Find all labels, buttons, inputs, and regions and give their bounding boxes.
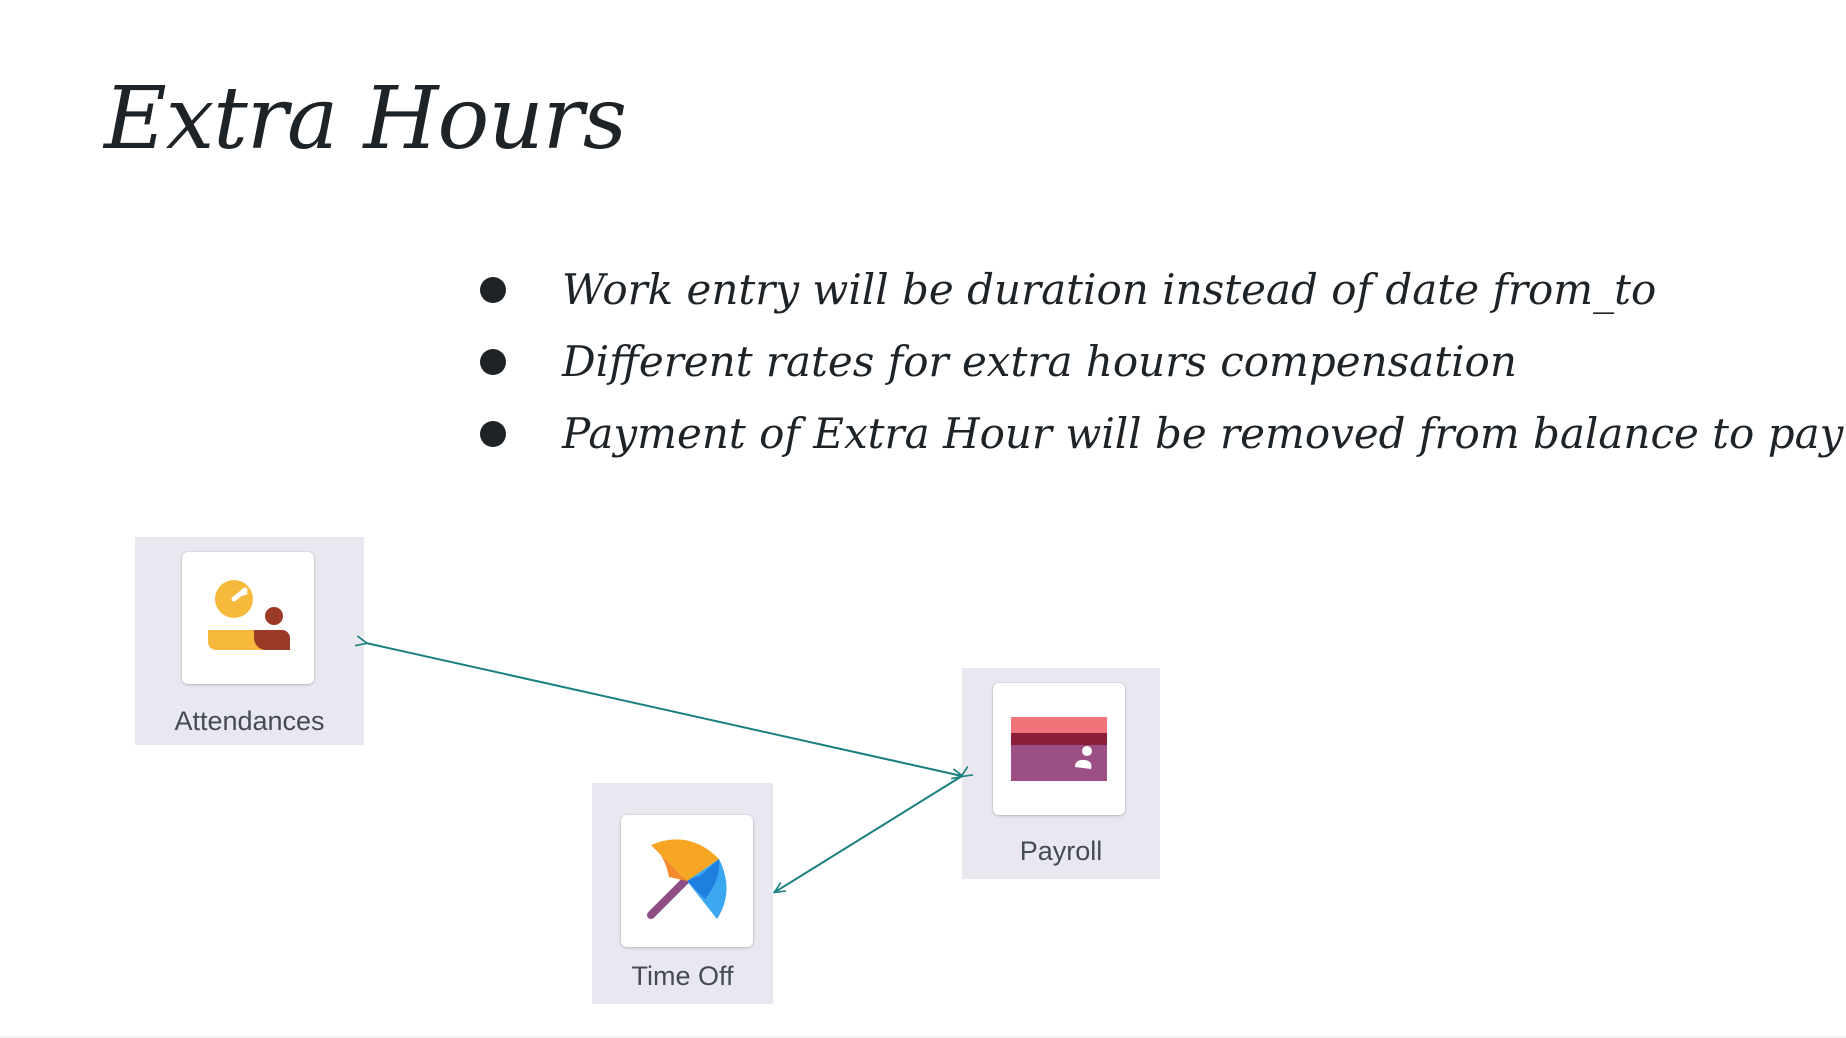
attendances-app-tile[interactable]: Attendances <box>135 537 364 745</box>
bullet-dot <box>480 277 506 303</box>
attendances-icon <box>208 580 290 650</box>
attendances-icon-box <box>182 552 314 684</box>
attendances-payroll-connector <box>366 643 962 776</box>
payroll-label: Payroll <box>1019 836 1103 866</box>
bullet-item: Work entry will be duration instead of d… <box>480 254 1843 326</box>
time-off-icon <box>647 839 727 919</box>
time-off-icon-box <box>621 815 753 947</box>
attendances-label: Attendances <box>174 706 325 736</box>
bullet-text: Payment of Extra Hour will be removed fr… <box>562 409 1844 458</box>
payroll-icon <box>1011 717 1107 781</box>
bullet-dot <box>480 421 506 447</box>
slide-title: Extra Hours <box>104 69 627 169</box>
bullet-text: Work entry will be duration instead of d… <box>562 265 1657 314</box>
bullet-dot <box>480 349 506 375</box>
payroll-time-off-connector <box>775 776 962 892</box>
payroll-app-tile[interactable]: Payroll <box>962 668 1160 879</box>
bottom-divider <box>0 1036 1846 1038</box>
bullet-text: Different rates for extra hours compensa… <box>562 337 1517 386</box>
time-off-label: Time Off <box>631 961 734 991</box>
bullet-item: Payment of Extra Hour will be removed fr… <box>480 398 1843 470</box>
payroll-icon-box <box>993 683 1125 815</box>
bullet-item: Different rates for extra hours compensa… <box>480 326 1843 398</box>
bullet-list: Work entry will be duration instead of d… <box>480 254 1843 470</box>
time-off-app-tile[interactable]: Time Off <box>592 783 773 1004</box>
